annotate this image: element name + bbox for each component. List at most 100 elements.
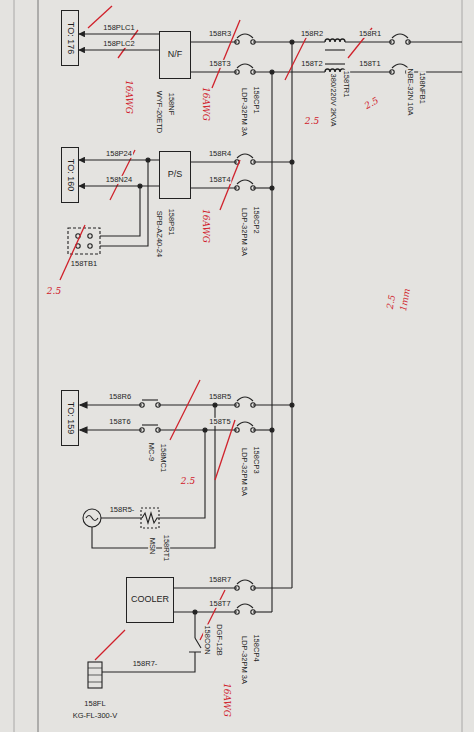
contactor-contact: [140, 400, 160, 407]
junction-dot: [213, 403, 217, 407]
sheet-border: [38, 0, 39, 732]
wire-label: 158T4: [208, 176, 231, 184]
wire: [253, 611, 272, 612]
handwritten-note: 2.5: [304, 117, 320, 127]
component-label: LDP-32PM 3A: [240, 207, 248, 257]
component-label: 158FL: [83, 700, 106, 708]
component-label: 158MC1: [159, 443, 167, 473]
component-label: KG-FL-300-V: [72, 712, 119, 720]
component-label: 158CP1: [252, 85, 260, 114]
circuit-breaker: [235, 34, 255, 44]
box-label: TO: 176: [65, 22, 75, 54]
handwritten-note: 2.5: [386, 293, 399, 311]
wire: [253, 587, 292, 588]
signal-wire: [79, 49, 159, 50]
component-label: 158TR1: [342, 70, 350, 99]
wire: [408, 41, 462, 42]
arrow-head: [80, 427, 87, 433]
thermal-relay: [142, 513, 158, 523]
component-box: P/S: [159, 151, 191, 199]
wire-label: 158R7-: [132, 660, 159, 668]
box-label: N/F: [168, 50, 183, 60]
wire: [253, 41, 325, 42]
red-slash: [215, 420, 235, 480]
component-label: 158TB1: [70, 260, 98, 268]
handwritten-note: 16AWG: [200, 86, 210, 122]
component-box: TO: 176: [61, 10, 79, 66]
transformer-core: [325, 49, 345, 50]
wire: [271, 72, 272, 612]
terminal: [88, 234, 92, 238]
wire-label: 158N24: [105, 176, 133, 184]
wire-label: 158P24: [105, 150, 133, 158]
component-label: MSN: [148, 537, 156, 556]
wire: [158, 404, 237, 405]
component-box: N/F: [159, 31, 191, 79]
wire-label: 158R5: [208, 393, 232, 401]
wire: [92, 405, 215, 548]
wire: [80, 429, 142, 430]
box-label: COOLER: [131, 595, 169, 605]
terminal: [88, 244, 92, 248]
component-label: 158CP4: [252, 633, 260, 662]
component-label: LDP-32PM 3A: [240, 87, 248, 137]
wires: [68, 34, 462, 688]
wire: [185, 161, 237, 162]
wire-label: 158T3: [208, 60, 231, 68]
circuit-breaker: [235, 422, 255, 432]
component-box: TO: 160: [61, 147, 79, 203]
component-label: WYF-20ETD: [155, 90, 163, 135]
wire: [194, 612, 195, 638]
red-slash: [220, 160, 240, 210]
sheet-border: [14, 0, 15, 732]
circuit-breaker: [235, 64, 255, 74]
component-label: LDP-32PM 3A: [240, 635, 248, 685]
wire-label: 158R7: [208, 576, 232, 584]
wire-label: 158PLC2: [102, 40, 135, 48]
wire: [408, 71, 462, 72]
handwritten-note: 2.5: [180, 477, 196, 487]
wire-label: 158T2: [300, 60, 323, 68]
relay-contact: [189, 638, 201, 652]
fan-motor: [83, 509, 101, 527]
junction-dot: [270, 428, 274, 432]
component-label: 158RT1: [162, 534, 170, 563]
wire: [253, 161, 292, 162]
transformer-core: [325, 63, 345, 64]
component-label: 158CP3: [252, 445, 260, 474]
fan-motor: [86, 516, 98, 521]
wire: [158, 430, 205, 518]
circuit-breaker: [235, 397, 255, 407]
contactor-contact: [140, 425, 160, 432]
circuit-breaker: [235, 604, 255, 614]
component-box: TO: 159: [61, 390, 79, 446]
wire-label: 158T7: [208, 600, 231, 608]
wire-label: 158R3: [208, 30, 232, 38]
handwritten-note: 2.5: [46, 287, 62, 297]
wire: [253, 187, 272, 188]
handwritten-note: 2.5: [362, 96, 381, 113]
wire: [101, 517, 142, 518]
wire: [165, 611, 237, 612]
red-markups: [60, 6, 372, 660]
signal-wire: [79, 159, 159, 160]
sheet-border: [462, 0, 463, 732]
red-slash: [95, 630, 125, 660]
component-label: SPB-AZ40-24: [155, 210, 163, 258]
wire: [253, 404, 292, 405]
component-label: 380/220V 2KVA: [329, 73, 337, 128]
box-label: P/S: [168, 170, 183, 180]
arrow-head: [80, 402, 87, 408]
fan-filter: [88, 662, 102, 688]
component-label: 158PS1: [167, 208, 175, 237]
junction-dot: [290, 40, 294, 44]
box-label: TO: 159: [65, 402, 75, 434]
component-label: MC-9: [147, 442, 155, 462]
wire-label: 158T6: [108, 418, 131, 426]
handwritten-note: 1mm: [399, 287, 413, 313]
junction-dot: [193, 610, 197, 614]
wire-label: 158R5-: [109, 506, 136, 514]
wire: [345, 41, 392, 42]
